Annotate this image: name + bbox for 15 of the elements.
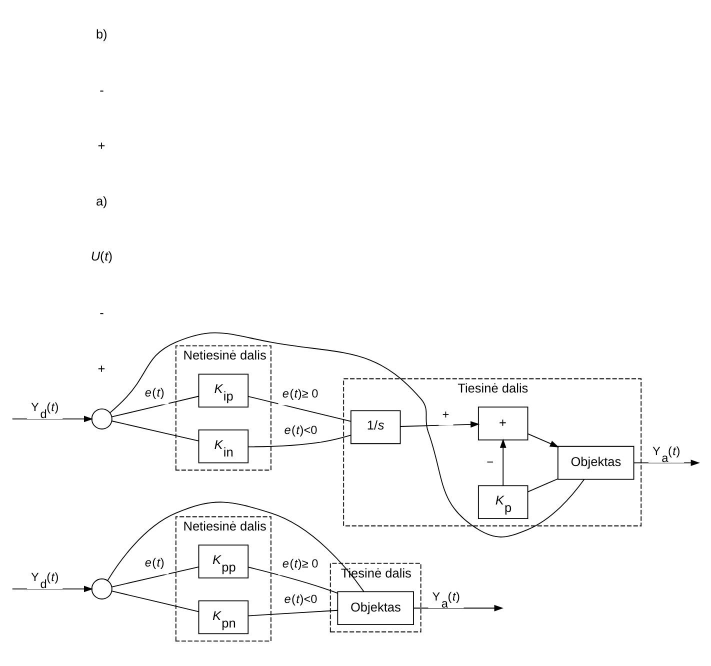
label: U(t) bbox=[90, 248, 113, 264]
edge-label: e(t)≥ 0 bbox=[282, 556, 318, 570]
edge-label: e(t)<0 bbox=[284, 592, 318, 606]
edge-label: + bbox=[442, 406, 450, 421]
edge-label: e(t) bbox=[144, 554, 164, 569]
edge-label: e(t)<0 bbox=[284, 422, 318, 436]
label: + bbox=[98, 360, 106, 376]
edge-label: − bbox=[486, 454, 494, 468]
label: a) bbox=[96, 193, 108, 208]
label: - bbox=[100, 82, 104, 97]
edge-label: e(t)≥ 0 bbox=[282, 386, 318, 400]
label: b) bbox=[96, 26, 108, 41]
label: - bbox=[100, 304, 104, 320]
label: + bbox=[98, 137, 106, 152]
edge-label: e(t) bbox=[144, 384, 164, 399]
